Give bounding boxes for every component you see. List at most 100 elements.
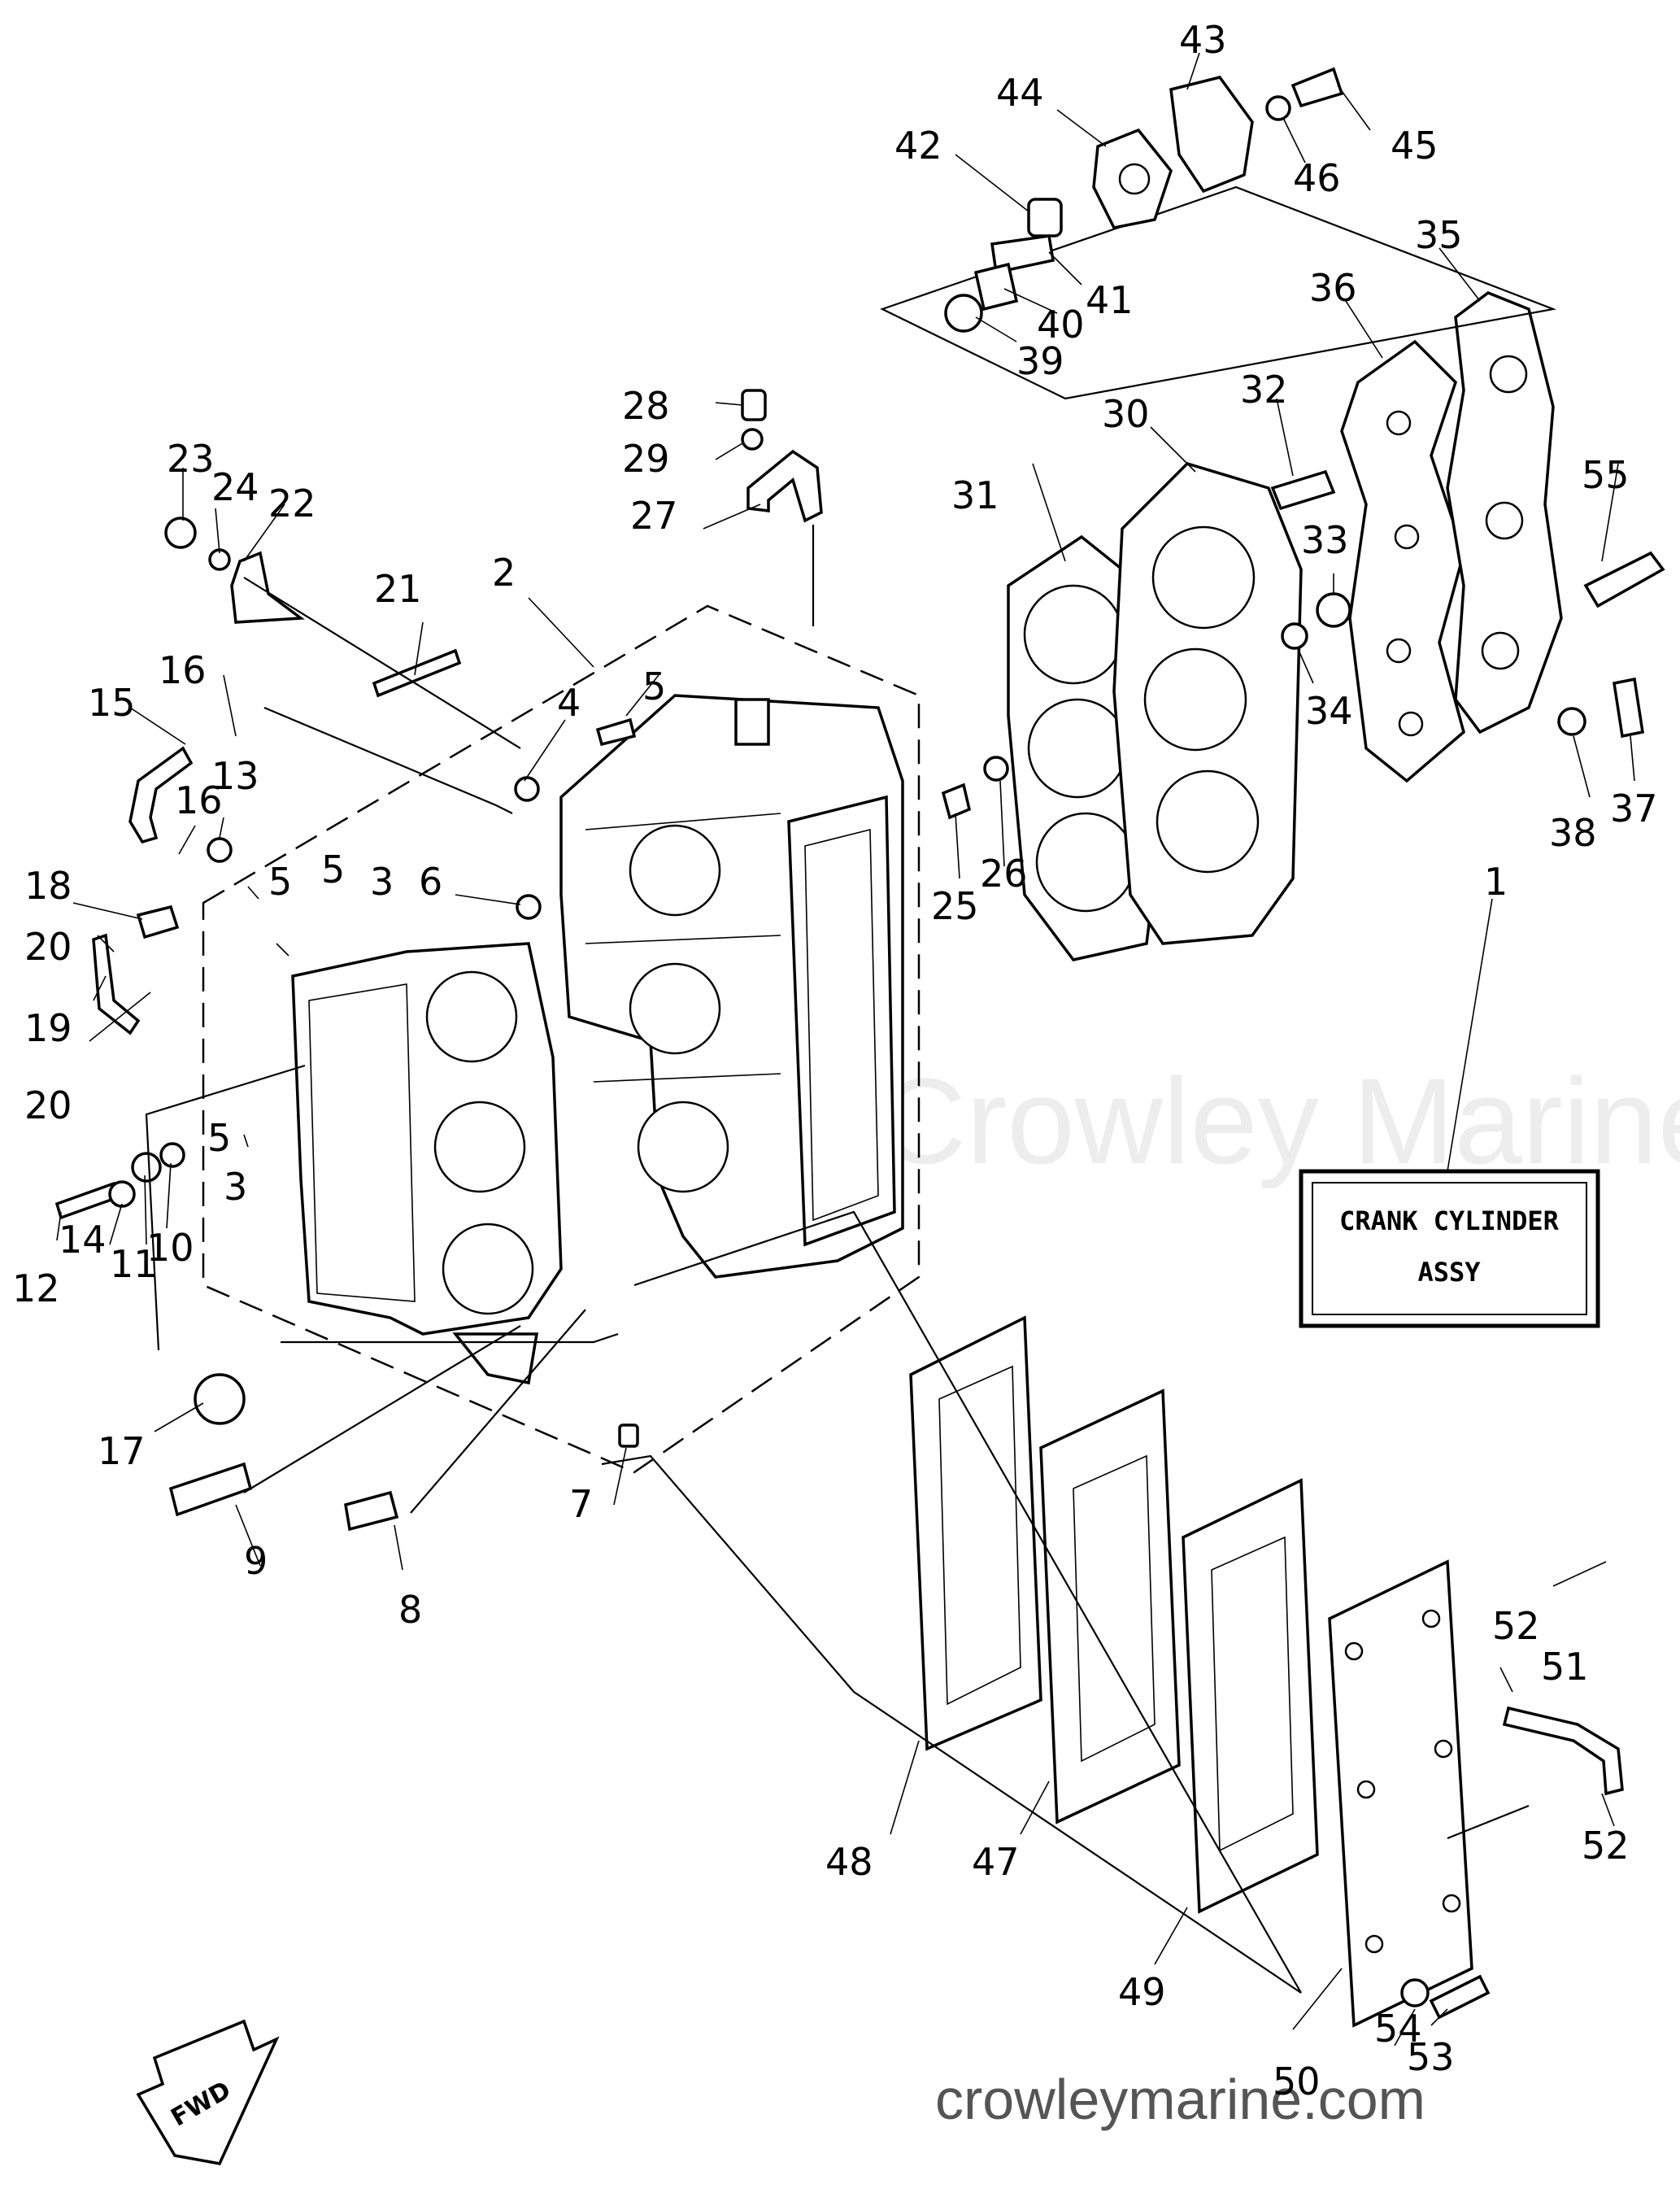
- part-number-label: 36: [1309, 266, 1357, 310]
- part-number-label: 8: [398, 1588, 422, 1632]
- nut-13: [207, 837, 233, 863]
- part-number-label: 54: [1374, 2007, 1422, 2051]
- washer-29: [741, 428, 764, 451]
- washer-10: [159, 1142, 185, 1168]
- part-number-label: 28: [622, 384, 670, 428]
- part-number-label: 45: [1391, 124, 1438, 168]
- part-number-label: 33: [1301, 518, 1349, 562]
- washer-54: [1400, 1978, 1430, 2007]
- part-number-label: 6: [419, 860, 442, 904]
- part-number-label: 27: [630, 494, 678, 538]
- washer-34: [1281, 622, 1308, 650]
- part-number-label: 5: [207, 1116, 231, 1160]
- cylinder-head-gasket: [1007, 534, 1156, 961]
- part-number-label: 14: [59, 1218, 107, 1262]
- website-url: crowleymarine.com: [935, 2068, 1425, 2131]
- part-number-label: 52: [1492, 1604, 1540, 1648]
- part-number-label: 55: [1582, 453, 1630, 497]
- hose-15: [128, 746, 194, 844]
- pin-7: [618, 1423, 639, 1448]
- part-number-label: 12: [12, 1266, 60, 1310]
- bolt-26: [983, 756, 1009, 782]
- screw-28: [741, 389, 767, 421]
- title-line-1: CRANK CYLINDER: [1339, 1205, 1559, 1236]
- part-number-label: 22: [268, 482, 316, 525]
- part-number-label: 1: [1484, 860, 1508, 904]
- part-number-label: 52: [1582, 1824, 1630, 1868]
- exhaust-inner-gasket: [909, 1315, 1042, 1751]
- exhaust-outer-gasket: [1182, 1478, 1319, 1914]
- part-number-label: 4: [557, 681, 581, 725]
- stud-bolt: [372, 648, 462, 698]
- part-number-label: 19: [24, 1006, 72, 1050]
- part-number-label: 13: [211, 754, 259, 798]
- watermark: Crowley Marine: [878, 1053, 1680, 1189]
- fitting-6: [516, 894, 542, 920]
- part-number-label: 46: [1293, 156, 1341, 200]
- bolt-12: [54, 1181, 120, 1220]
- part-number-label: 39: [1016, 339, 1064, 383]
- part-number-label: 5: [268, 860, 292, 904]
- exhaust-inner-cover: [1039, 1388, 1181, 1824]
- part-number-label: 16: [159, 648, 207, 692]
- bolt-8: [344, 1490, 399, 1532]
- seal-17: [194, 1373, 246, 1425]
- part-number-label: 23: [167, 437, 215, 481]
- part-number-label: 10: [146, 1226, 194, 1270]
- part-number-label: 35: [1415, 213, 1463, 257]
- part-number-label: 7: [569, 1482, 593, 1526]
- crankcase: [291, 942, 563, 1385]
- leader-lines: [56, 52, 1635, 2047]
- part-number-label: 16: [175, 778, 223, 822]
- part-number-label: 31: [951, 473, 999, 517]
- hose-51: [1502, 1706, 1624, 1796]
- part-number-label: 44: [996, 71, 1044, 115]
- part-number-label: 9: [244, 1539, 268, 1583]
- thermostat-valve: [973, 262, 1019, 312]
- part-number-label: 38: [1549, 811, 1597, 855]
- part-number-label: 34: [1305, 689, 1353, 733]
- bolt-23: [164, 517, 197, 549]
- bracket: [230, 551, 305, 624]
- cylinder-head: [1112, 462, 1303, 945]
- plug-33: [1316, 592, 1351, 628]
- head-cover-gasket: [1340, 339, 1465, 783]
- clamp-27: [746, 449, 823, 523]
- part-number-label: 5: [321, 848, 345, 891]
- part-number-label: 26: [980, 852, 1028, 896]
- part-number-label: 48: [825, 1840, 873, 1884]
- part-number-label: 49: [1118, 1970, 1166, 2014]
- part-number-label: 25: [931, 884, 979, 928]
- fitting-4: [514, 776, 540, 802]
- bolt-9: [168, 1462, 253, 1517]
- pin-5: [595, 717, 637, 747]
- part-number-label: 47: [972, 1840, 1020, 1884]
- part-number-label: 40: [1037, 303, 1085, 347]
- part-number-label: 5: [642, 665, 666, 708]
- washer-11: [131, 1152, 162, 1183]
- plug-bolt: [1027, 198, 1063, 238]
- spark-plug: [1583, 551, 1665, 608]
- washer-14: [108, 1180, 136, 1208]
- bolt-37: [1613, 677, 1644, 739]
- part-number-label: 11: [110, 1242, 158, 1286]
- part-number-label: 43: [1179, 18, 1227, 62]
- hose-19: [92, 933, 141, 1035]
- clip-25: [941, 782, 972, 820]
- part-number-label: 17: [98, 1429, 146, 1473]
- part-number-label: 21: [374, 567, 422, 611]
- part-number-label: 37: [1610, 787, 1658, 830]
- part-number-label: 29: [622, 437, 670, 481]
- cover-bolt: [1290, 67, 1344, 108]
- crank-cylinder-assy-outline: [202, 604, 921, 1474]
- part-number-labels: 1 2 3 3 4 5 5 5 5 6 7 8 9 10 11 12 13 14…: [12, 18, 1658, 2103]
- title-line-2: ASSY: [1417, 1257, 1481, 1288]
- cover-washer: [1265, 95, 1291, 121]
- part-number-label: 3: [224, 1165, 247, 1209]
- part-number-label: 42: [894, 124, 942, 168]
- part-number-label: 50: [1273, 2060, 1321, 2103]
- part-number-label: 3: [370, 860, 394, 904]
- bolt-32: [1270, 469, 1336, 511]
- exhaust-outer-cover: [1328, 1559, 1473, 2028]
